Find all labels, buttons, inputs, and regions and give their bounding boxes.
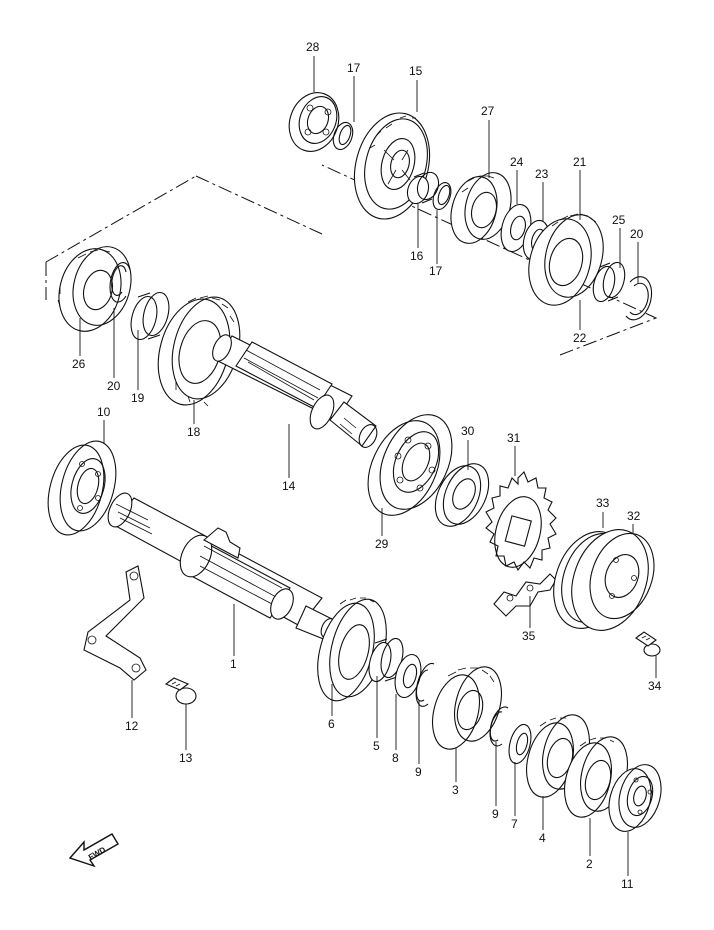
part-2-gear [564,736,628,818]
label-23: 23 [535,167,549,181]
leader-lines [79,56,657,876]
part-labels: 28 17 15 27 24 23 21 16 17 25 20 22 26 2… [72,40,662,891]
label-1: 1 [230,657,237,671]
label-20-left: 20 [107,379,121,393]
part-18-gear [157,295,241,407]
label-4: 4 [539,831,546,845]
part-34-bolt [635,631,661,657]
part-1-mainshaft [107,492,336,641]
part-26-gear [57,246,132,332]
label-11: 11 [621,877,634,891]
label-17-top: 17 [347,61,361,75]
part-20-circlip-top [625,276,653,321]
part-29-bearing [367,414,453,516]
label-25: 25 [612,213,626,227]
label-6: 6 [328,717,335,731]
label-12: 12 [125,719,139,733]
label-3: 3 [452,783,459,797]
label-27: 27 [481,104,495,118]
label-35: 35 [522,629,536,643]
label-29: 29 [375,537,389,551]
label-14: 14 [282,479,296,493]
label-9-right: 9 [492,807,499,821]
part-17-ring-bottom [432,182,452,210]
forward-arrow-icon: FWD [68,833,119,868]
label-16: 16 [410,249,424,263]
label-5: 5 [373,739,380,753]
part-3-gear [432,666,502,750]
part-14-countershaft [212,334,378,448]
part-15-gear [353,112,431,220]
part-8-washer [394,653,422,699]
part-35-lock-washer [493,573,557,617]
part-20-circlip-left [109,262,131,303]
part-17-ring-top [332,121,354,151]
part-10-bearing [47,440,117,536]
assembly-boundary [45,164,658,356]
label-7: 7 [511,817,518,831]
part-13-bolt [164,677,197,705]
part-21-gear [528,213,604,306]
label-22: 22 [573,331,587,345]
label-34: 34 [648,679,662,693]
part-28-bearing [288,92,340,152]
label-19: 19 [131,391,145,405]
label-32: 32 [627,509,641,523]
label-17-bottom: 17 [429,264,443,278]
label-24: 24 [510,155,524,169]
part-31-sprocket [485,471,557,572]
label-30: 30 [461,424,475,438]
part-9-circlip-left [415,662,435,707]
label-21: 21 [573,155,587,169]
label-20-top: 20 [630,227,644,241]
label-28: 28 [306,40,320,54]
label-26: 26 [72,357,86,371]
part-11-bearing [608,764,662,832]
label-10: 10 [97,405,111,419]
label-9-left: 9 [415,765,422,779]
label-13: 13 [179,751,193,765]
part-25-bushing [592,261,626,303]
label-8: 8 [392,751,399,765]
label-31: 31 [507,431,521,445]
part-12-bracket [83,565,147,681]
label-2: 2 [586,857,593,871]
label-15: 15 [409,64,423,78]
label-33: 33 [596,496,610,510]
part-16-bushing [406,171,440,205]
part-32-cover [571,529,655,631]
label-18: 18 [187,425,201,439]
part-30-spacer [434,463,490,527]
